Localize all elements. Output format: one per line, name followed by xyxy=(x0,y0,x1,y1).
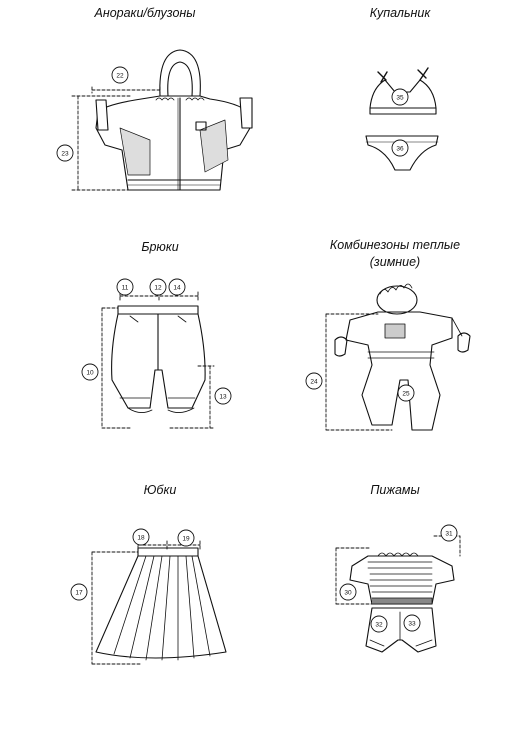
title-swimsuit: Купальник xyxy=(369,6,431,20)
svg-text:13: 13 xyxy=(219,394,227,401)
marker-22: 22 xyxy=(111,66,129,84)
marker-12: 12 xyxy=(149,278,167,296)
anorak-drawing xyxy=(71,49,253,191)
marker-19: 19 xyxy=(177,529,195,547)
marker-35: 35 xyxy=(391,88,409,106)
title-overalls-line2: (зимние) xyxy=(369,255,421,269)
svg-text:30: 30 xyxy=(344,590,352,597)
swimsuit-drawing xyxy=(365,67,439,171)
skirt-drawing xyxy=(91,540,227,665)
svg-text:24: 24 xyxy=(310,379,318,386)
marker-11: 11 xyxy=(116,278,134,296)
svg-text:31: 31 xyxy=(445,531,453,538)
marker-17: 17 xyxy=(70,583,88,601)
title-pajamas: Пижамы xyxy=(370,483,420,497)
svg-text:32: 32 xyxy=(375,622,383,629)
svg-text:14: 14 xyxy=(173,285,181,292)
svg-text:19: 19 xyxy=(182,536,190,543)
measurement-markers: 22 23 35 36 11 12 14 10 13 24 25 18 19 1… xyxy=(56,66,458,633)
marker-24: 24 xyxy=(305,372,323,390)
marker-31: 31 xyxy=(440,524,458,542)
trousers-drawing xyxy=(101,291,215,429)
title-overalls-line1: Комбинезоны теплые xyxy=(329,238,461,252)
title-trousers: Брюки xyxy=(141,240,179,254)
marker-10: 10 xyxy=(81,363,99,381)
marker-30: 30 xyxy=(339,583,357,601)
marker-25: 25 xyxy=(397,384,415,402)
overalls-drawing xyxy=(325,283,471,431)
svg-text:18: 18 xyxy=(137,535,145,542)
svg-text:12: 12 xyxy=(154,285,162,292)
svg-text:33: 33 xyxy=(408,621,416,628)
marker-33: 33 xyxy=(403,614,421,632)
svg-text:11: 11 xyxy=(122,285,129,292)
svg-text:25: 25 xyxy=(402,391,410,398)
title-skirts: Юбки xyxy=(143,483,177,497)
marker-14: 14 xyxy=(168,278,186,296)
marker-23: 23 xyxy=(56,144,74,162)
marker-36: 36 xyxy=(391,139,409,157)
title-anoraks: Анораки/блузоны xyxy=(94,6,196,20)
marker-32: 32 xyxy=(370,615,388,633)
svg-text:36: 36 xyxy=(396,146,404,153)
svg-text:23: 23 xyxy=(61,151,69,158)
marker-13: 13 xyxy=(214,387,232,405)
svg-text:17: 17 xyxy=(75,590,83,597)
svg-text:10: 10 xyxy=(86,370,94,377)
svg-text:35: 35 xyxy=(396,95,404,102)
svg-text:22: 22 xyxy=(116,73,124,80)
marker-18: 18 xyxy=(132,528,150,546)
pajamas-drawing xyxy=(335,535,461,653)
